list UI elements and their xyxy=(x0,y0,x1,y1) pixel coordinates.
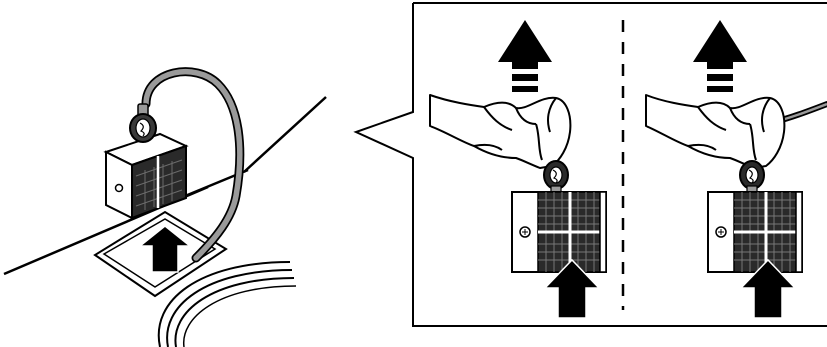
filter-cartridge xyxy=(106,104,186,218)
filter-cartridge xyxy=(512,192,606,272)
right-step-panel xyxy=(646,20,827,318)
hand-icon xyxy=(430,95,570,168)
overview-illustration xyxy=(4,72,326,347)
left-step-panel xyxy=(430,20,606,318)
hand-icon xyxy=(646,95,784,168)
ring-tab-icon xyxy=(130,104,156,142)
ring-tab-icon xyxy=(544,161,568,194)
up-arrow-icon xyxy=(498,20,552,92)
filter-cartridge xyxy=(708,192,802,272)
up-arrow-icon xyxy=(693,20,747,92)
ring-tab-icon xyxy=(740,161,764,194)
screw-icon xyxy=(116,185,123,192)
